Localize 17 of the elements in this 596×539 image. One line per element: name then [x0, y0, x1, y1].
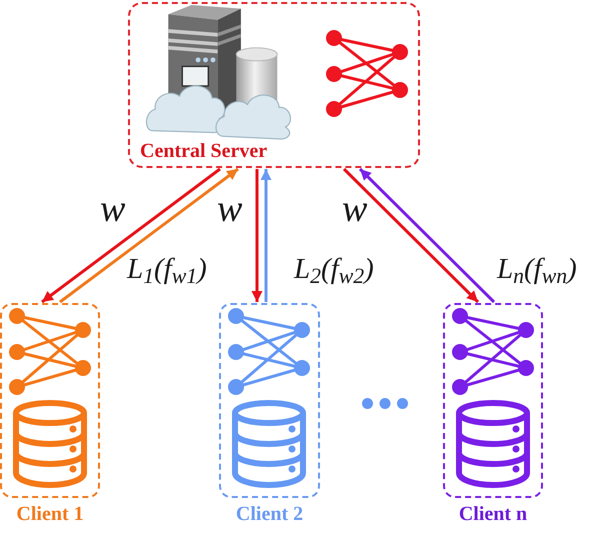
edge-label: L$_{n}$(f$_{wn}$)	[497, 255, 577, 284]
node-title: Client n	[458, 502, 528, 526]
arrow	[41, 168, 221, 304]
arrow	[358, 168, 496, 304]
arrow	[59, 168, 239, 304]
node-title: Client 1	[16, 502, 84, 526]
node-title: Client 2	[236, 502, 304, 526]
arrow	[342, 168, 480, 304]
edge-label: w	[100, 190, 126, 228]
edge-label: L$_{2}$(f$_{w2}$)	[294, 255, 374, 284]
edge-label: L$_{1}$(f$_{w1}$)	[127, 255, 207, 284]
edge-label: w	[217, 190, 242, 228]
arrow	[252, 169, 262, 302]
node-title: Central Server	[140, 141, 268, 161]
arrow	[260, 169, 272, 302]
edge-label: w	[342, 190, 368, 228]
server-panel	[128, 2, 420, 168]
